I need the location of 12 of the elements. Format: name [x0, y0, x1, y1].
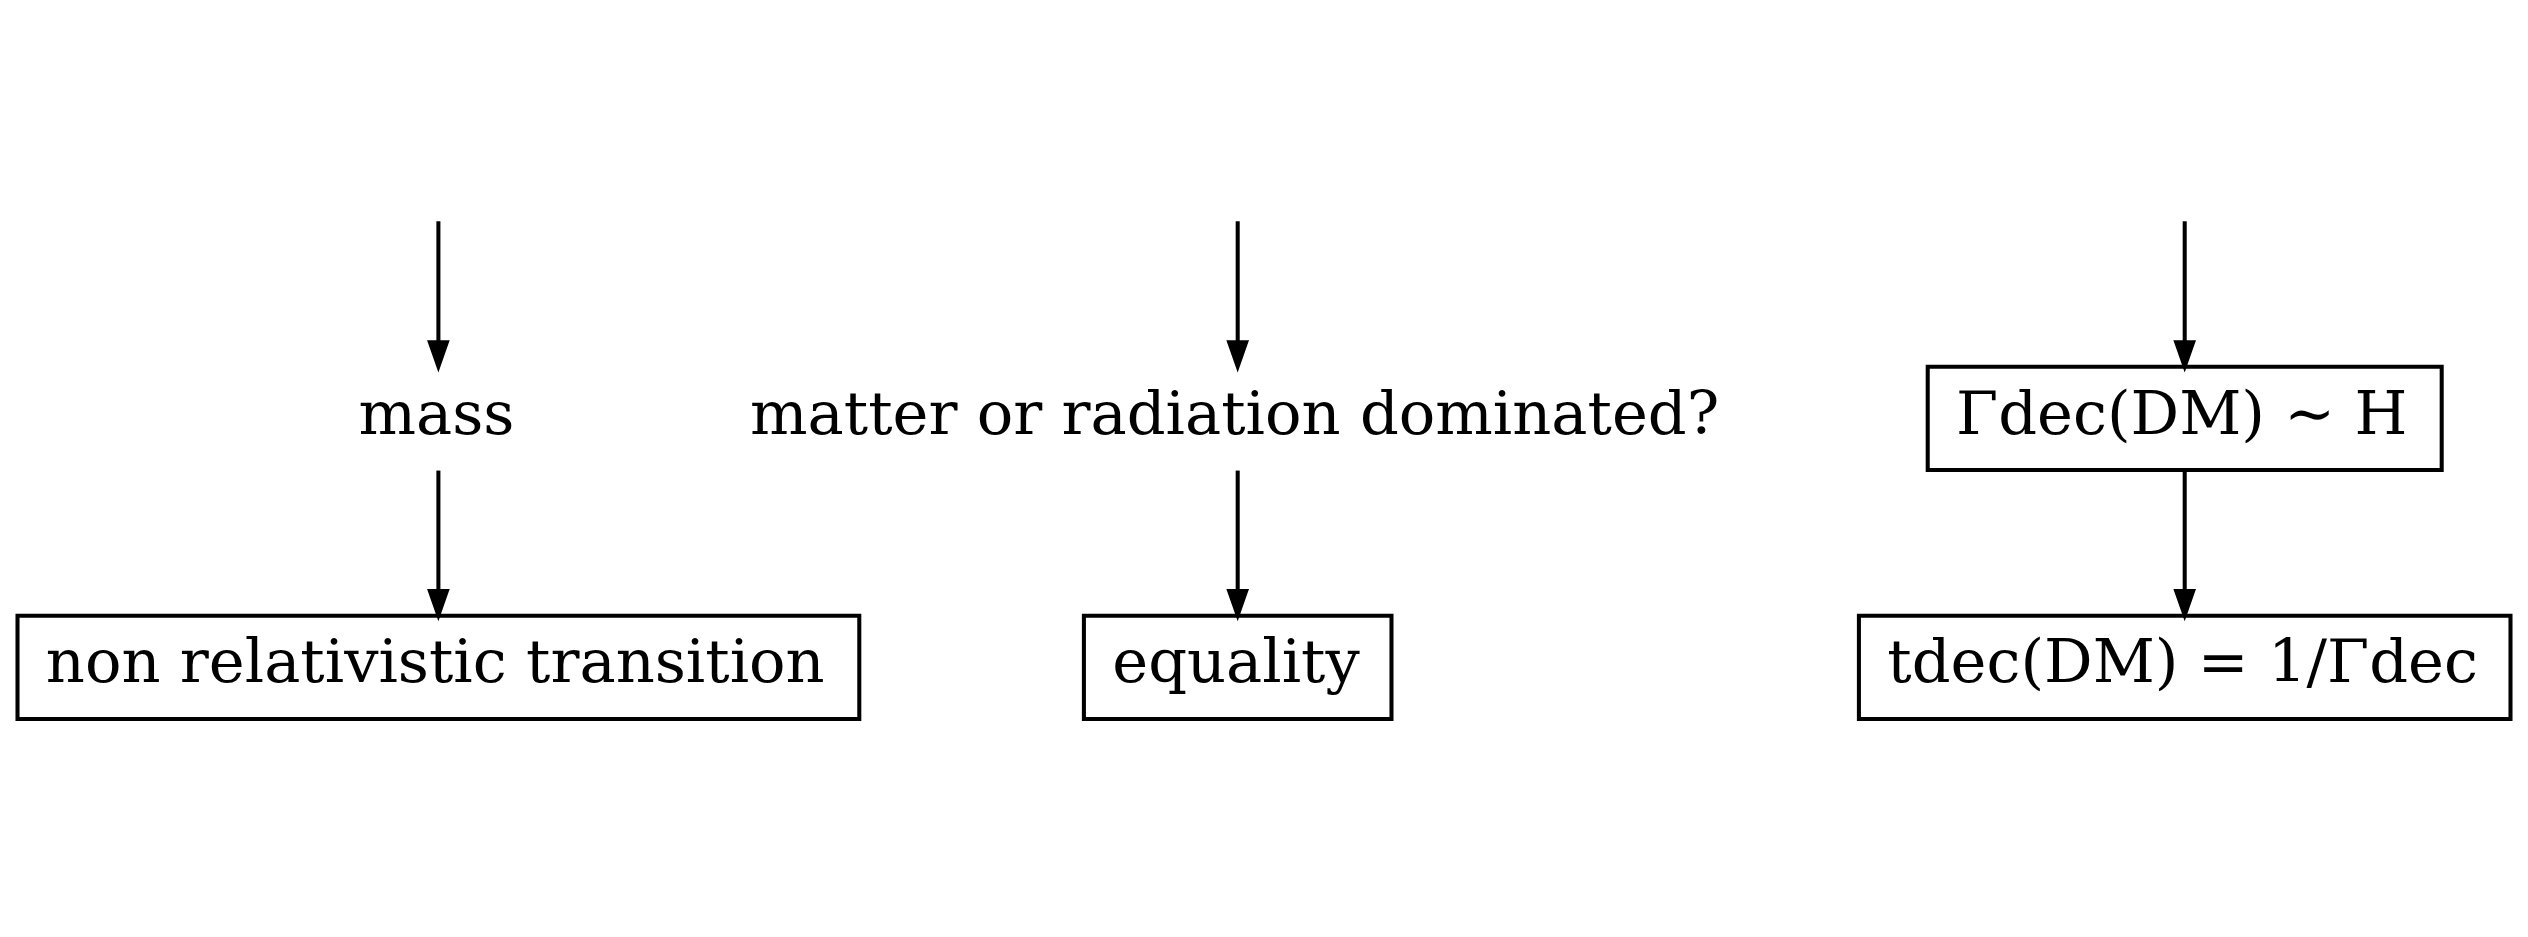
node-text: matter or radiation dominated? [750, 377, 1720, 448]
node-box: equality [1081, 613, 1394, 721]
arrow [1226, 220, 1250, 373]
arrow [2173, 470, 2197, 621]
node-box: non relativistic transition [15, 613, 862, 721]
arrow [427, 470, 450, 621]
node-box: Γdec(DM) ∼ H [1925, 364, 2444, 472]
arrow [1226, 470, 1250, 621]
node-box: tdec(DM) = 1/Γdec [1856, 613, 2513, 721]
node-text: mass [358, 377, 515, 448]
arrow [2173, 220, 2197, 373]
arrow [427, 220, 450, 373]
